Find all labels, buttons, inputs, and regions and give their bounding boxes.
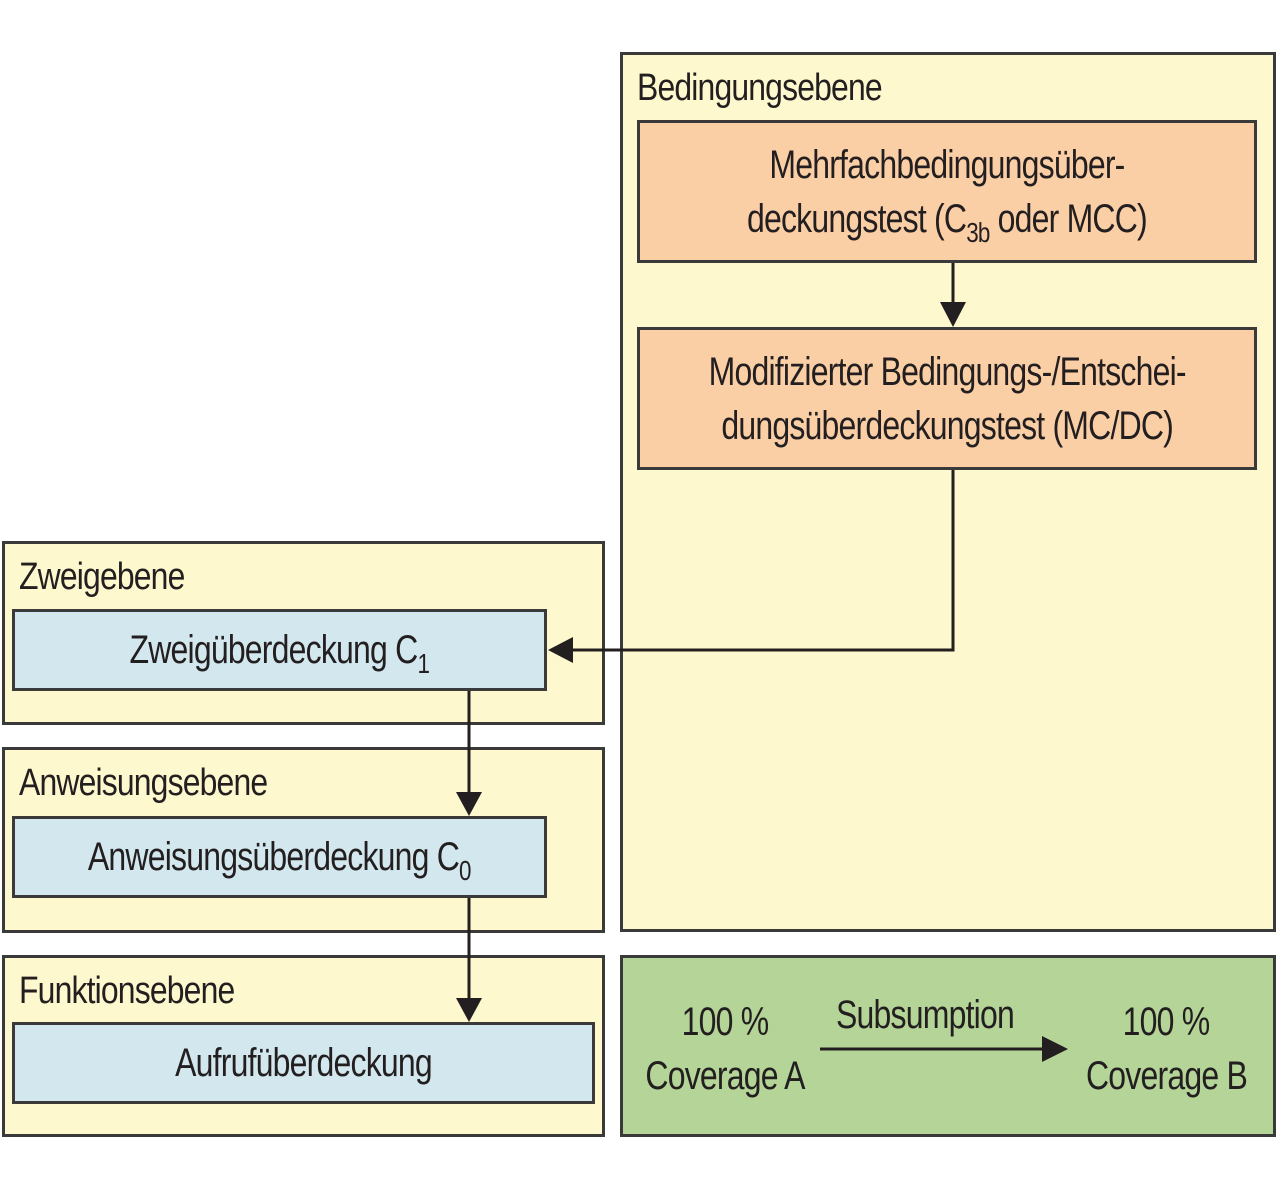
function-level-title: Funktionsebene bbox=[19, 970, 235, 1012]
statement-coverage-box: Anweisungsüberdeckung C0 bbox=[12, 816, 547, 898]
legend-coverage-a-label: Coverage A bbox=[645, 1054, 805, 1098]
branch-coverage-text: Zweigüberdeckung C bbox=[129, 628, 419, 672]
mcc-box: Mehrfachbedingungsüber- deckungstest (C3… bbox=[637, 120, 1257, 263]
call-coverage-box: Aufrufüberdeckung bbox=[12, 1022, 595, 1104]
statement-coverage-text: Anweisungsüberdeckung C bbox=[88, 835, 460, 879]
statement-coverage-subscript: 0 bbox=[459, 855, 471, 886]
mcc-label-subscript: 3b bbox=[966, 216, 990, 248]
legend-coverage-b-label: Coverage B bbox=[1086, 1054, 1248, 1098]
legend-coverage-a-percent: 100 % bbox=[681, 1000, 770, 1044]
branch-coverage-subscript: 1 bbox=[417, 648, 430, 679]
statement-coverage-label: Anweisungsüberdeckung C0 bbox=[88, 830, 472, 886]
mcc-label-line2-pre: deckungstest (C bbox=[747, 196, 967, 241]
branch-level-title: Zweigebene bbox=[19, 556, 185, 598]
branch-coverage-label: Zweigüberdeckung C1 bbox=[129, 623, 430, 679]
legend-coverage-b: 100 % Coverage B bbox=[1086, 995, 1248, 1103]
mcc-label: Mehrfachbedingungsüber- deckungstest (C3… bbox=[747, 138, 1148, 248]
mcc-label-line2: deckungstest (C3b oder MCC) bbox=[747, 192, 1148, 248]
mcdc-box: Modifizierter Bedingungs-/Entschei- dung… bbox=[637, 327, 1257, 470]
legend-subsumption-label: Subsumption bbox=[836, 993, 1015, 1037]
mcc-label-line2-post: oder MCC) bbox=[989, 196, 1148, 241]
legend-coverage-b-percent: 100 % bbox=[1122, 1000, 1211, 1044]
mcdc-label-line2: dungsüberdeckungstest (MC/DC) bbox=[721, 403, 1173, 448]
mcc-label-line1: Mehrfachbedingungsüber- bbox=[769, 142, 1125, 187]
statement-level-title: Anweisungsebene bbox=[19, 762, 268, 804]
condition-level-title: Bedingungsebene bbox=[637, 67, 883, 109]
mcdc-label-line1: Modifizierter Bedingungs-/Entschei- bbox=[708, 349, 1186, 394]
mcdc-label: Modifizierter Bedingungs-/Entschei- dung… bbox=[708, 345, 1186, 453]
call-coverage-label: Aufrufüberdeckung bbox=[175, 1041, 433, 1085]
branch-coverage-box: Zweigüberdeckung C1 bbox=[12, 609, 547, 691]
legend-panel bbox=[620, 955, 1276, 1137]
legend-coverage-a: 100 % Coverage A bbox=[645, 995, 805, 1103]
